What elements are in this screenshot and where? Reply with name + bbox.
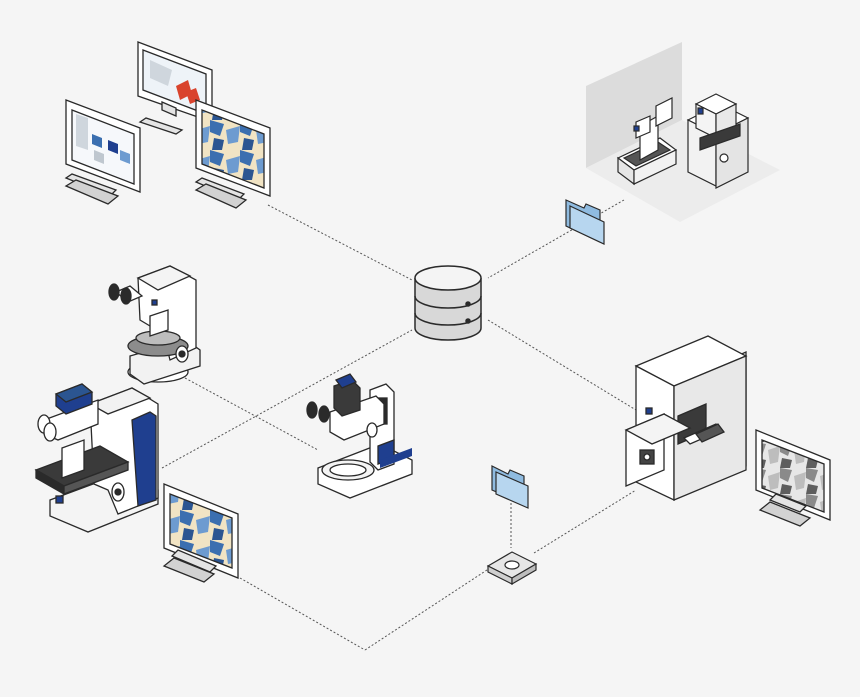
materials-microscope-icon (34, 383, 159, 533)
link-path-storage (364, 567, 491, 651)
inspection-room-icon (586, 42, 780, 222)
network-connections (161, 199, 637, 651)
storage-drive-icon (486, 551, 538, 586)
workstation-monitors-icon (64, 41, 271, 209)
electron-microscope-icon (624, 335, 748, 502)
upright-microscope-icon (108, 265, 201, 385)
central-database-icon (414, 265, 482, 341)
transfer-folder-icon (491, 465, 529, 509)
stereo-microscope-icon (306, 373, 413, 499)
shared-folder-icon (565, 199, 605, 245)
link-upright-stereo (184, 377, 319, 451)
link-materials-db (161, 329, 413, 469)
sem-monitor-icon (755, 429, 831, 527)
link-monitor-path (239, 577, 366, 651)
link-storage-electron (533, 489, 637, 554)
analysis-monitor-icon (162, 483, 239, 583)
link-db-electron (487, 319, 637, 411)
link-workstations-db (267, 204, 413, 281)
